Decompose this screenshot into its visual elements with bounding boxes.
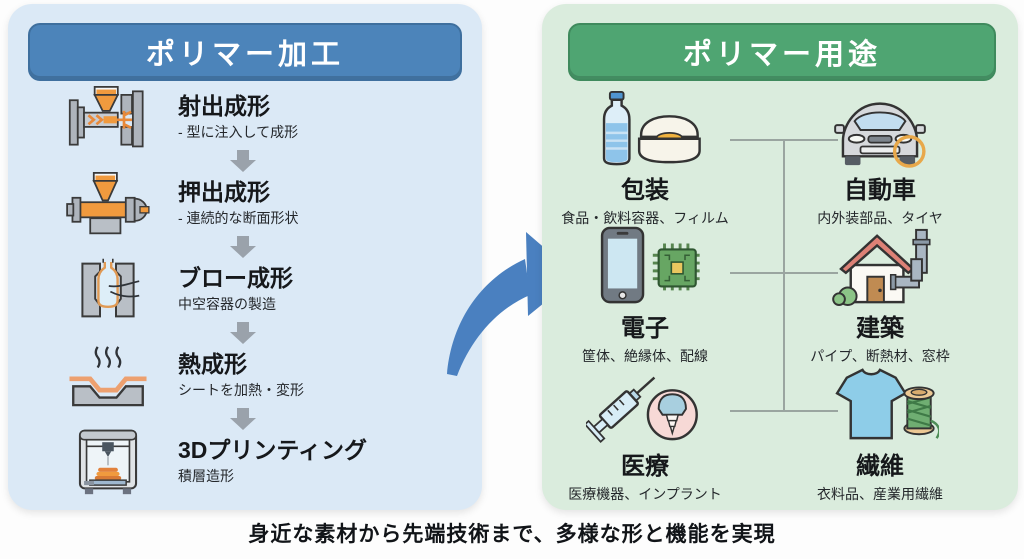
application-item-textiles: 繊維 衣料品、産業用繊維 xyxy=(780,364,980,504)
process-title: 射出成形 xyxy=(178,92,270,119)
application-item-construction: 建築 パイプ、断熱材、窓枠 xyxy=(780,226,980,366)
process-item-extrusion: 押出成形 - 連続的な断面形状 xyxy=(8,172,482,236)
process-desc: - 連続的な断面形状 xyxy=(178,210,299,227)
syringe-and-implant-icon xyxy=(545,364,745,444)
thermoforming-icon xyxy=(58,345,158,407)
3d-printer-icon xyxy=(58,429,158,495)
process-item-thermoforming: 熱成形 シートを加熱・変形 xyxy=(8,344,482,408)
process-title: 熱成形 xyxy=(178,350,247,377)
application-desc: 内外装部品、タイヤ xyxy=(817,210,943,226)
smartphone-and-microchip-icon xyxy=(545,226,745,306)
application-item-automotive: 自動車 内外装部品、タイヤ xyxy=(780,88,980,228)
process-desc: 中空容器の製造 xyxy=(178,296,276,313)
process-desc: 積層造形 xyxy=(178,468,234,485)
process-title: 3Dプリンティング xyxy=(178,436,368,463)
application-title: 自動車 xyxy=(844,177,916,204)
down-arrow-icon xyxy=(230,322,256,344)
process-item-3d-printing: 3Dプリンティング 積層造形 xyxy=(8,429,482,495)
applications-header: ポリマー用途 xyxy=(568,23,996,81)
application-item-medical: 医療 医療機器、インプラント xyxy=(545,364,745,504)
application-desc: 医療機器、インプラント xyxy=(568,486,722,502)
application-desc: 衣料品、産業用繊維 xyxy=(817,486,943,502)
polymer-processing-panel: ポリマー加工 xyxy=(8,4,482,510)
process-desc: - 型に注入して成形 xyxy=(178,124,299,141)
process-desc: シートを加熱・変形 xyxy=(178,382,304,399)
process-title: 押出成形 xyxy=(178,178,270,205)
down-arrow-icon xyxy=(230,150,256,172)
application-desc: 筐体、絶縁体、配線 xyxy=(582,348,708,364)
polymer-applications-panel: ポリマー用途 包装 食品・飲料容器、フィルム xyxy=(542,4,1018,510)
application-title: 繊維 xyxy=(856,453,904,480)
application-title: 包装 xyxy=(621,177,669,204)
blow-molding-icon xyxy=(58,258,158,322)
injection-molding-icon xyxy=(58,86,158,150)
process-item-blow-molding: ブロー成形 中空容器の製造 xyxy=(8,258,482,322)
process-list: 射出成形 - 型に注入して成形 xyxy=(8,86,482,495)
application-item-electronics: 電子 筐体、絶縁体、配線 xyxy=(545,226,745,366)
application-title: 医療 xyxy=(621,453,669,480)
extrusion-icon xyxy=(58,172,158,236)
connector-line xyxy=(730,410,838,412)
process-title: ブロー成形 xyxy=(178,264,293,291)
connector-line xyxy=(783,139,785,411)
application-desc: パイプ、断熱材、窓枠 xyxy=(810,348,950,364)
car-icon xyxy=(780,88,980,168)
process-item-injection-molding: 射出成形 - 型に注入して成形 xyxy=(8,86,482,150)
down-arrow-icon xyxy=(230,408,256,430)
processing-header: ポリマー加工 xyxy=(28,23,462,81)
down-arrow-icon xyxy=(230,236,256,258)
tshirt-and-thread-spool-icon xyxy=(780,364,980,444)
application-item-packaging: 包装 食品・飲料容器、フィルム xyxy=(545,88,745,228)
bottom-caption: 身近な素材から先端技術まで、多様な形と機能を実現 xyxy=(248,523,776,546)
application-desc: 食品・飲料容器、フィルム xyxy=(561,210,729,226)
application-title: 建築 xyxy=(856,315,904,342)
application-title: 電子 xyxy=(621,315,669,342)
water-bottle-and-food-container-icon xyxy=(545,88,745,168)
house-and-pipes-icon xyxy=(780,226,980,306)
